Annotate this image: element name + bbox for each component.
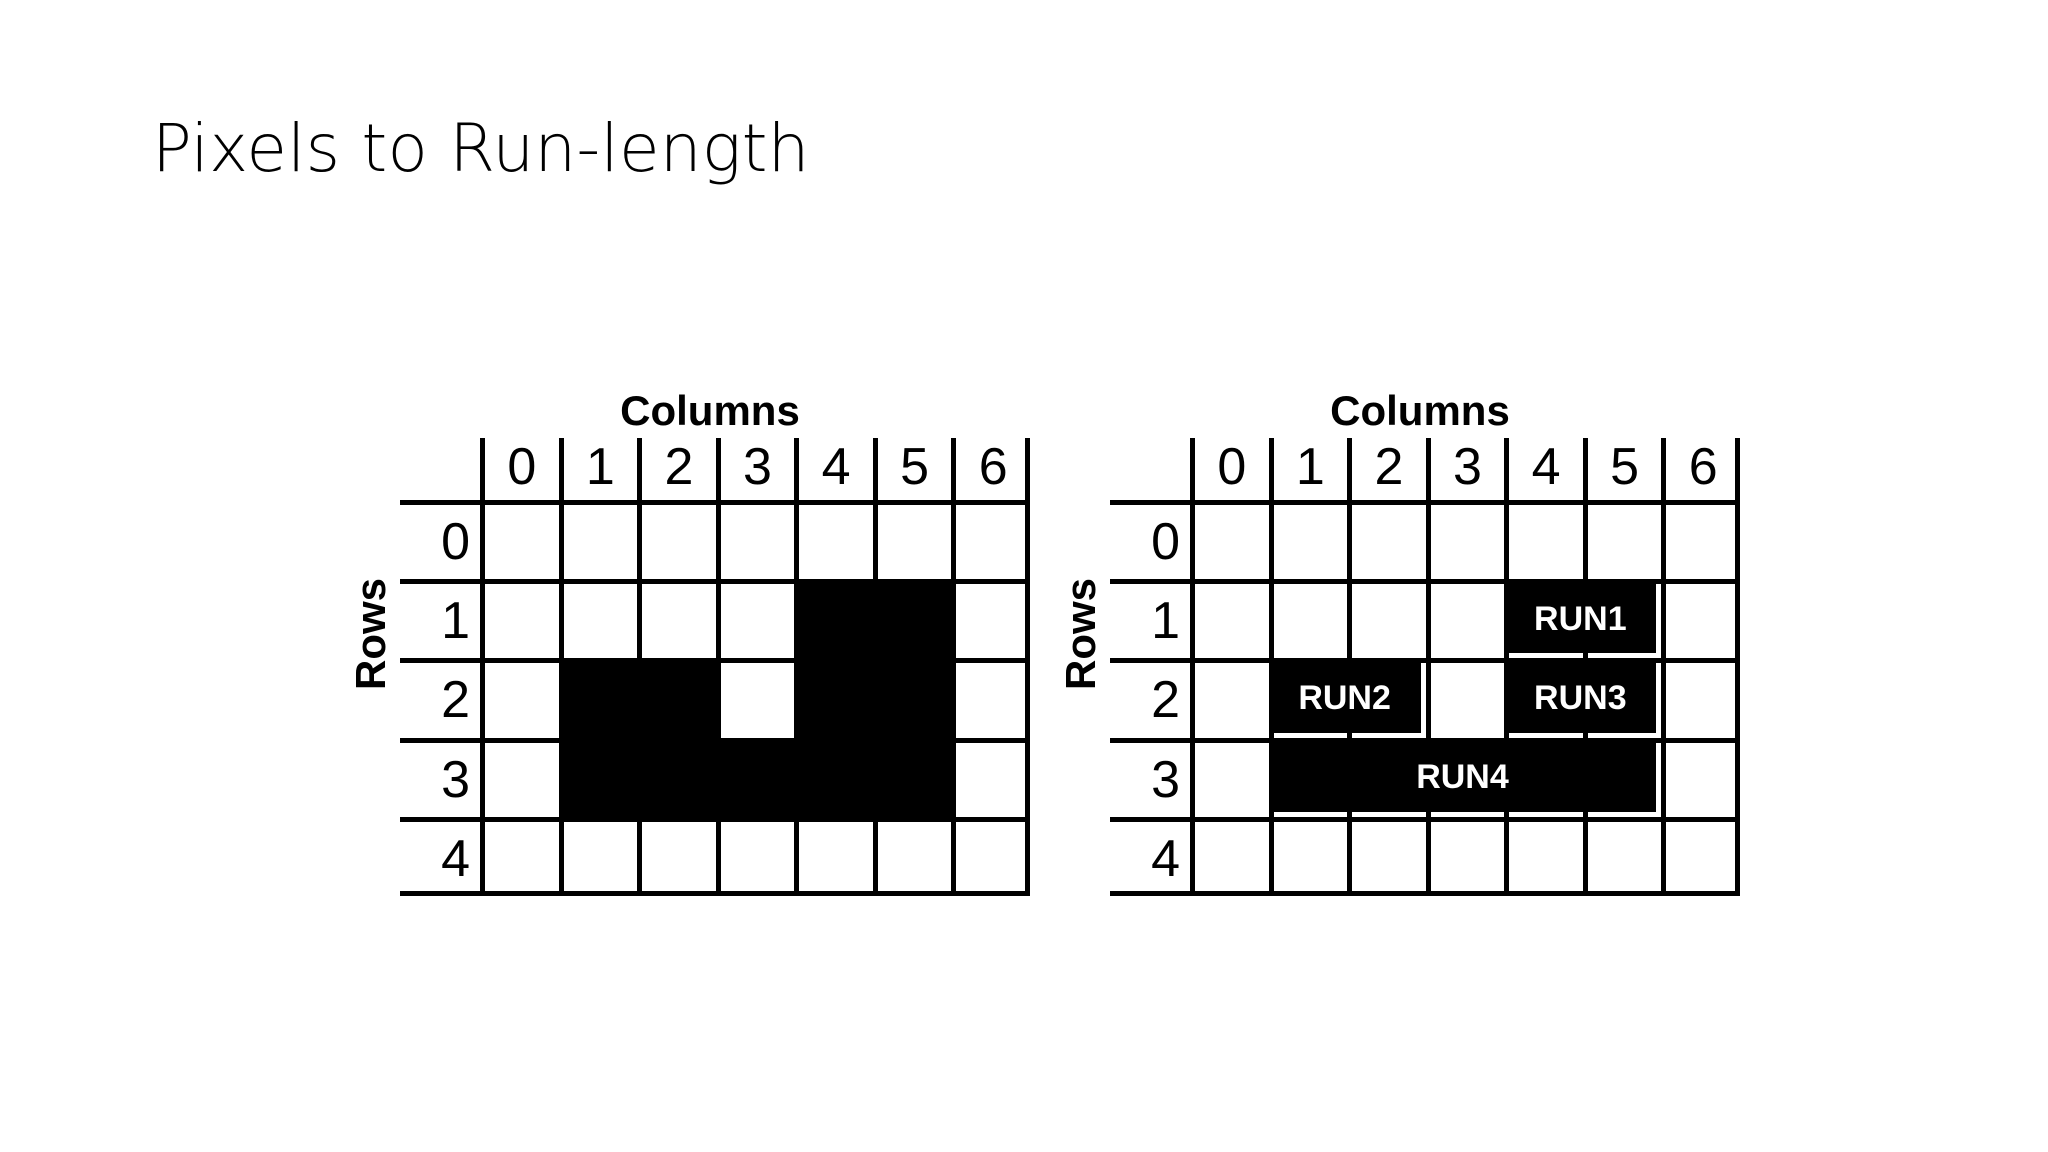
grid-line-vertical xyxy=(480,500,485,896)
pixel-cell-filled xyxy=(637,737,716,817)
row-header-cell: 1 xyxy=(1110,579,1190,658)
pixel-cell-filled xyxy=(558,658,638,738)
pixel-cell-filled xyxy=(872,579,952,659)
grid-line-horizontal xyxy=(1190,500,1740,505)
row-header-column: 0 1 2 3 4 xyxy=(1110,500,1190,896)
grid-line-vertical xyxy=(1734,500,1740,896)
grid-line-horizontal xyxy=(480,891,1030,896)
row-header-cell: 2 xyxy=(1110,658,1190,737)
column-header-cell: 3 xyxy=(715,438,795,500)
column-header-cell: 4 xyxy=(794,438,873,500)
row-header-cell: 4 xyxy=(400,816,480,896)
column-header-cell: 2 xyxy=(1347,438,1426,500)
column-header-end-rule xyxy=(1025,438,1030,500)
rows-axis-label: Rows xyxy=(347,577,394,690)
run-block: RUN3 xyxy=(1504,663,1657,733)
grid-line-vertical xyxy=(1190,500,1195,896)
grid-line-vertical xyxy=(1024,500,1030,896)
pixel-cell-filled xyxy=(872,658,952,738)
column-header-cell: 6 xyxy=(1661,438,1740,500)
column-header-end-rule xyxy=(1735,438,1740,500)
run-label: RUN1 xyxy=(1534,599,1627,638)
grid-line-horizontal xyxy=(1190,579,1740,585)
column-header-row: 0 1 2 3 4 5 6 xyxy=(1190,438,1740,500)
grid-line-vertical xyxy=(951,500,957,896)
pixel-cell-filled xyxy=(794,737,873,817)
run-label: RUN2 xyxy=(1298,678,1391,717)
row-header-cell: 3 xyxy=(1110,737,1190,817)
grid-line-vertical xyxy=(1661,500,1667,896)
pixel-cell-filled xyxy=(872,737,952,817)
row-header-end-rule xyxy=(1110,891,1190,896)
row-header-cell: 4 xyxy=(1110,816,1190,896)
row-header-cell: 0 xyxy=(1110,500,1190,579)
run-block: RUN1 xyxy=(1504,584,1657,654)
column-header-row: 0 1 2 3 4 5 6 xyxy=(480,438,1030,500)
columns-axis-label: Columns xyxy=(1330,387,1510,434)
grid-line-horizontal xyxy=(1190,891,1740,896)
column-header-cell: 1 xyxy=(558,438,638,500)
pixel-matrix xyxy=(480,500,1030,896)
column-header-cell: 3 xyxy=(1425,438,1505,500)
run-block: RUN2 xyxy=(1268,663,1421,733)
pixel-cell-filled xyxy=(715,737,795,817)
page-title: Pixels to Run-length xyxy=(152,110,810,187)
grid-line-horizontal xyxy=(480,816,1030,822)
row-header-cell: 2 xyxy=(400,658,480,737)
row-header-cell: 1 xyxy=(400,579,480,658)
grid-line-horizontal xyxy=(480,500,1030,505)
row-header-end-rule xyxy=(400,891,480,896)
column-header-cell: 5 xyxy=(1582,438,1662,500)
column-header-cell: 0 xyxy=(480,438,559,500)
grid-line-vertical xyxy=(715,500,721,896)
column-header-cell: 0 xyxy=(1190,438,1269,500)
run-block: RUN4 xyxy=(1268,742,1657,812)
row-header-column: 0 1 2 3 4 xyxy=(400,500,480,896)
pixel-cell-filled xyxy=(637,658,716,738)
row-header-cell: 3 xyxy=(400,737,480,817)
row-header-cell: 0 xyxy=(400,500,480,579)
pixel-cell-filled xyxy=(558,737,638,817)
grid-line-vertical xyxy=(1425,500,1431,896)
pixel-cell-filled xyxy=(794,658,873,738)
pixel-grid: 0 1 2 3 4 5 6 0 1 2 3 4 xyxy=(400,438,1030,896)
column-header-cell: 6 xyxy=(951,438,1030,500)
pixel-cell-filled xyxy=(794,579,873,659)
column-header-cell: 5 xyxy=(872,438,952,500)
column-header-cell: 2 xyxy=(637,438,716,500)
run-label: RUN3 xyxy=(1534,678,1627,717)
run-label: RUN4 xyxy=(1416,758,1509,797)
column-header-cell: 4 xyxy=(1504,438,1583,500)
rows-axis-label: Rows xyxy=(1057,577,1104,690)
columns-axis-label: Columns xyxy=(620,387,800,434)
column-header-cell: 1 xyxy=(1268,438,1348,500)
grid-line-horizontal xyxy=(1190,816,1740,822)
